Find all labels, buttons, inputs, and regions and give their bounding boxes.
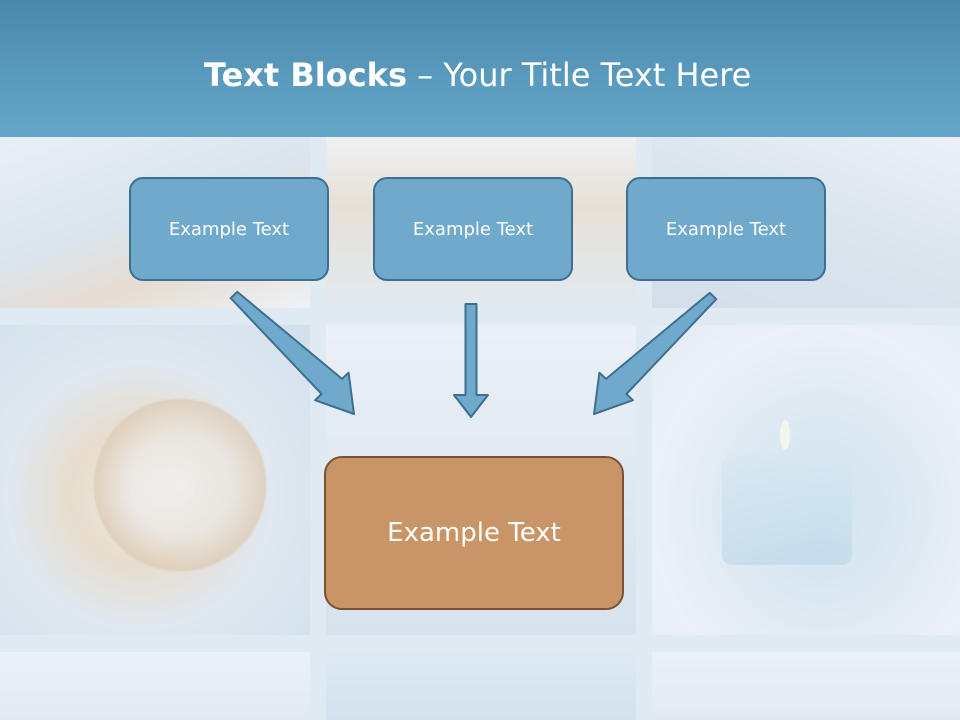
- photo-tile-bottom-left: [0, 652, 310, 720]
- target-box[interactable]: Example Text: [324, 456, 624, 610]
- source-box-3[interactable]: Example Text: [626, 177, 826, 281]
- arrow-center-down[interactable]: [453, 303, 489, 418]
- arrow-left-diagonal[interactable]: [229, 290, 355, 415]
- arrow-right-diagonal[interactable]: [593, 291, 718, 415]
- title-bar: Text Blocks – Your Title Text Here: [0, 0, 960, 137]
- target-box-label: Example Text: [387, 518, 561, 548]
- title-rest-part: Your Title Text Here: [443, 56, 752, 94]
- title-separator: –: [407, 56, 444, 94]
- candle-flame-image: [780, 420, 790, 450]
- slide-title[interactable]: Text Blocks – Your Title Text Here: [204, 56, 751, 94]
- photo-tile-candle: [652, 325, 960, 635]
- photo-tile-bottom-center: [326, 652, 636, 720]
- photo-tile-bottom-right: [652, 652, 960, 720]
- source-box-1[interactable]: Example Text: [129, 177, 329, 281]
- gingerbread-cookie-image: [80, 385, 280, 585]
- source-box-2[interactable]: Example Text: [373, 177, 573, 281]
- candle-image: [722, 455, 852, 565]
- title-bold-part: Text Blocks: [204, 56, 407, 94]
- source-box-1-label: Example Text: [168, 218, 290, 240]
- source-box-2-label: Example Text: [412, 218, 534, 240]
- source-box-3-label: Example Text: [665, 218, 787, 240]
- photo-tile-gingerbread: [0, 325, 310, 635]
